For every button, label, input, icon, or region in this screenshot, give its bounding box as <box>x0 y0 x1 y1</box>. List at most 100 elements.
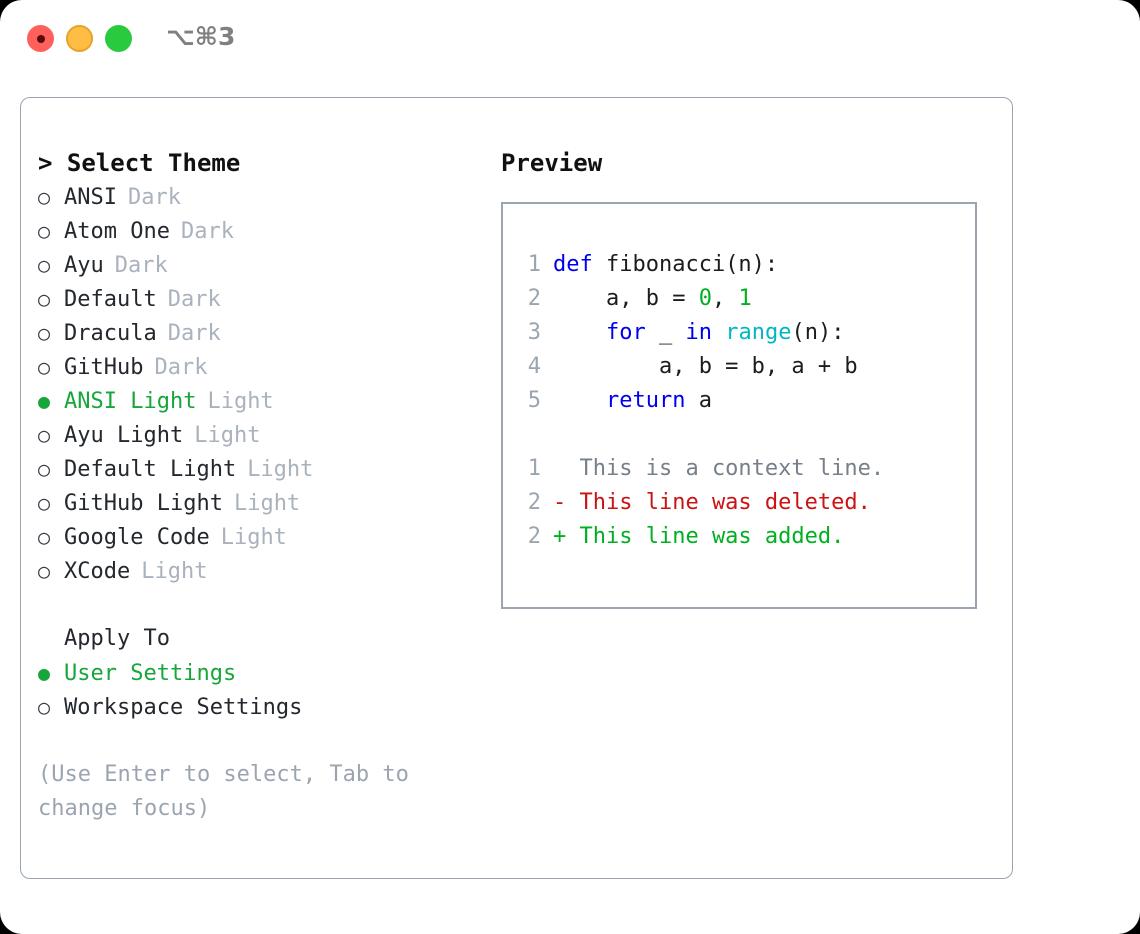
code-token <box>553 388 606 413</box>
code-token: 0 <box>698 286 712 311</box>
theme-name-label: GitHub <box>64 355 144 380</box>
theme-name-label: Default <box>64 287 157 312</box>
theme-name-label: Google Code <box>64 525 210 550</box>
theme-list-item[interactable]: ○ XCode Light <box>38 554 478 588</box>
code-text: for _ in range(n): <box>553 316 844 350</box>
theme-name-label: Default Light <box>64 457 237 482</box>
apply-to-option[interactable]: ○ Workspace Settings <box>38 690 478 724</box>
code-token: a <box>698 388 712 413</box>
code-text: a, b = b, a + b <box>553 350 858 384</box>
theme-name-label: GitHub Light <box>64 491 223 516</box>
code-line: 3 for _ in range(n): <box>513 316 969 350</box>
radio-selected-icon: ● <box>38 661 51 685</box>
keyboard-hint-text: (Use Enter to select, Tab to change focu… <box>38 762 423 821</box>
code-token: 1 <box>738 286 752 311</box>
theme-list-item[interactable]: ○ Google Code Light <box>38 520 478 554</box>
line-number: 3 <box>527 320 541 345</box>
radio-unselected-icon: ○ <box>38 457 51 481</box>
code-line: 2 a, b = 0, 1 <box>513 282 969 316</box>
radio-unselected-icon: ○ <box>38 253 51 277</box>
line-number: 5 <box>527 388 541 413</box>
theme-list-item[interactable]: ○ Dracula Dark <box>38 316 478 350</box>
theme-variant-badge: Light <box>141 559 208 584</box>
theme-variant-badge: Dark <box>180 219 234 244</box>
diff-text: - This line was deleted. <box>553 490 871 515</box>
code-token: fibonacci(n): <box>605 252 779 277</box>
theme-variant-badge: Dark <box>127 185 181 210</box>
code-text: return a <box>553 384 712 418</box>
radio-unselected-icon: ○ <box>38 525 51 549</box>
close-window-button[interactable] <box>27 25 54 52</box>
line-number: 2 <box>527 524 541 549</box>
theme-variant-badge: Dark <box>114 253 168 278</box>
code-token: a, b = <box>553 286 699 311</box>
code-token: , <box>711 286 739 311</box>
radio-unselected-icon: ○ <box>38 695 51 719</box>
radio-unselected-icon: ○ <box>38 219 51 243</box>
minimize-window-button[interactable] <box>66 25 93 52</box>
theme-name-label: Ayu Light <box>64 423 184 448</box>
apply-to-option[interactable]: ●User Settings <box>38 656 478 690</box>
titlebar: ⌥⌘3 <box>0 0 1140 78</box>
code-text: a, b = 0, 1 <box>553 282 752 316</box>
radio-unselected-icon: ○ <box>38 287 51 311</box>
diff-line: 2 - This line was deleted. <box>513 486 969 520</box>
theme-variant-badge: Dark <box>167 287 221 312</box>
diff-text: + This line was added. <box>553 524 845 549</box>
radio-selected-icon: ● <box>38 389 51 413</box>
theme-list-item[interactable]: ○ GitHub Light Light <box>38 486 478 520</box>
code-token <box>553 320 606 345</box>
theme-list-title: > Select Theme <box>38 149 241 177</box>
code-token: a, b = b, a + b <box>553 354 858 379</box>
code-line: 4 a, b = b, a + b <box>513 350 969 384</box>
window-controls <box>27 25 132 52</box>
theme-variant-badge: Light <box>233 491 301 516</box>
code-line: 1 def fibonacci(n): <box>513 248 969 282</box>
apply-to-options: ●User Settings ○ Workspace Settings <box>38 656 478 724</box>
diff-text: This is a context line. <box>553 456 885 481</box>
theme-list-item[interactable]: ○ Ayu Light Light <box>38 418 478 452</box>
radio-unselected-icon: ○ <box>38 321 51 345</box>
code-token: def <box>553 252 606 277</box>
theme-list-item[interactable]: ○ Default Dark <box>38 282 478 316</box>
theme-variant-badge: Dark <box>167 321 221 346</box>
code-token: (n): <box>791 320 845 345</box>
line-number: 2 <box>527 286 541 311</box>
line-number: 2 <box>527 490 541 515</box>
code-token: range <box>725 320 792 345</box>
theme-variant-badge: Light <box>220 525 287 550</box>
preview-title: Preview <box>501 149 603 177</box>
keyboard-shortcut-label: ⌥⌘3 <box>166 22 236 51</box>
theme-variant-badge: Light <box>194 423 261 448</box>
theme-variant-badge: Light <box>207 389 274 414</box>
theme-variant-badge: Dark <box>154 355 208 380</box>
radio-unselected-icon: ○ <box>38 491 51 515</box>
apply-to-label: Workspace Settings <box>64 695 303 720</box>
line-number: 4 <box>527 354 541 379</box>
theme-list-item[interactable]: ○ GitHub Dark <box>38 350 478 384</box>
radio-unselected-icon: ○ <box>38 355 51 379</box>
code-spacer <box>513 418 969 452</box>
line-number: 1 <box>527 456 541 481</box>
code-token: for <box>605 320 659 345</box>
theme-name-label: Dracula <box>64 321 157 346</box>
maximize-window-button[interactable] <box>105 25 132 52</box>
line-number: 1 <box>527 252 541 277</box>
radio-unselected-icon: ○ <box>38 423 51 447</box>
apply-to-section: Apply To ●User Settings○Workspace Settin… <box>38 622 478 724</box>
theme-name-label: ANSI <box>64 185 117 210</box>
radio-unselected-icon: ○ <box>38 559 51 583</box>
code-text: def fibonacci(n): <box>553 248 778 282</box>
theme-name-label: XCode <box>64 559 131 584</box>
